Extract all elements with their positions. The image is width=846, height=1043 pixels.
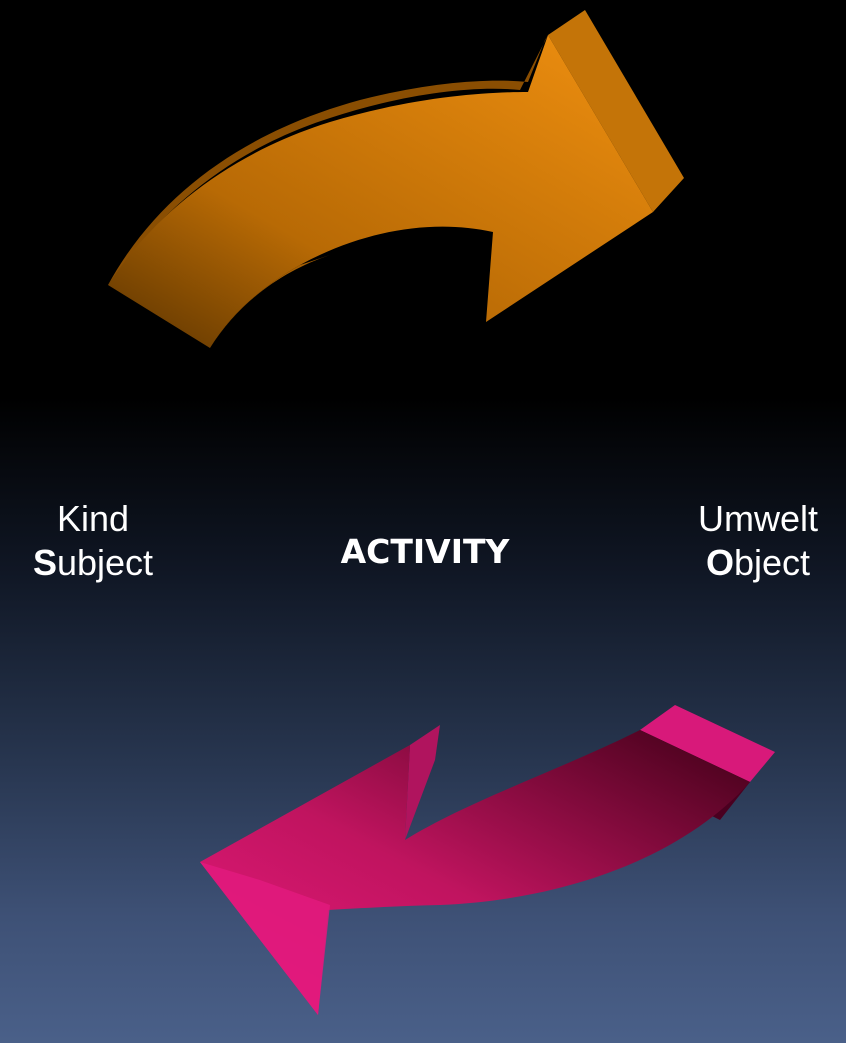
subject-rest: ubject: [57, 542, 153, 583]
bottom-arrow-face: [200, 730, 750, 1015]
subject-line2: Subject: [18, 541, 168, 585]
object-rest: bject: [734, 542, 810, 583]
object-line2: Object: [670, 541, 846, 585]
subject-label: Kind Subject: [18, 497, 168, 585]
bottom-arrow-spike-side: [405, 725, 440, 840]
object-line1: Umwelt: [670, 497, 846, 541]
object-initial: O: [706, 542, 734, 583]
subject-line1: Kind: [18, 497, 168, 541]
subject-initial: S: [33, 542, 57, 583]
activity-label: ACTIVITY: [300, 530, 550, 574]
object-label: Umwelt Object: [670, 497, 846, 585]
